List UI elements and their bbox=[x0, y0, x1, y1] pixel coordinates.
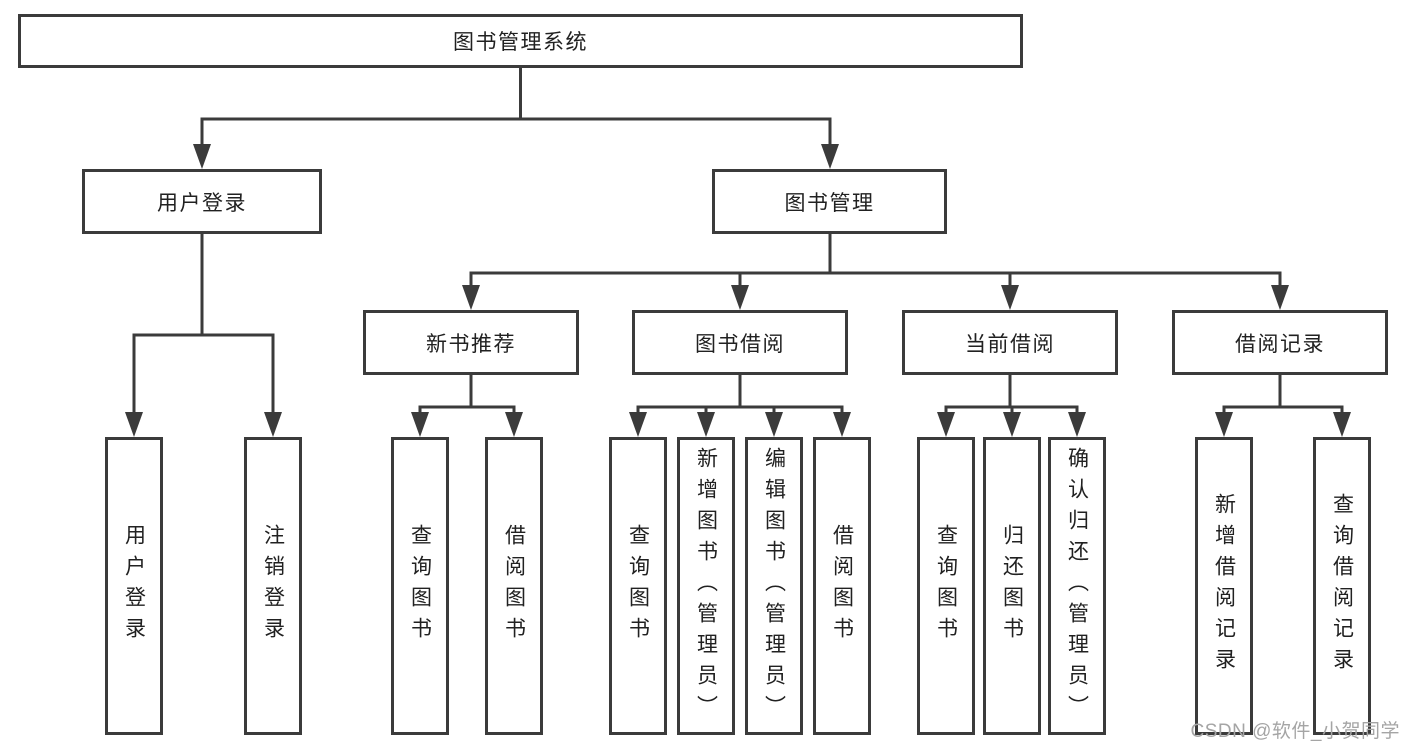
node-current-borrowing: 当前借阅 bbox=[902, 310, 1118, 375]
leaf-user-login: 用户登录 bbox=[105, 437, 163, 735]
node-library-management-system-label: 图书管理系统 bbox=[453, 31, 588, 54]
connector-new-book-recommend-to-leaves bbox=[411, 373, 523, 437]
leaf-borrowing-query-books-label: 查询图书 bbox=[626, 524, 650, 648]
node-new-book-recommend-label: 新书推荐 bbox=[426, 332, 516, 356]
leaf-records-query-borrow-record-label: 查询借阅记录 bbox=[1330, 493, 1354, 679]
leaf-records-query-borrow-record: 查询借阅记录 bbox=[1313, 437, 1371, 735]
leaf-borrowing-edit-books-admin-label: 编辑图书（管理员） bbox=[762, 446, 786, 726]
leaf-newbook-borrow-books-label: 借阅图书 bbox=[502, 524, 526, 648]
leaf-logout: 注销登录 bbox=[244, 437, 302, 735]
connector-root-to-level2 bbox=[193, 66, 839, 169]
connector-book-management-to-level3 bbox=[462, 231, 1289, 310]
leaf-current-query-books-label: 查询图书 bbox=[934, 524, 958, 648]
leaf-newbook-query-books: 查询图书 bbox=[391, 437, 449, 735]
leaf-borrowing-add-books-admin-label: 新增图书（管理员） bbox=[694, 446, 718, 726]
node-borrow-records-label: 借阅记录 bbox=[1235, 332, 1325, 356]
leaf-borrowing-query-books: 查询图书 bbox=[609, 437, 667, 735]
node-current-borrowing-label: 当前借阅 bbox=[965, 332, 1055, 356]
leaf-logout-label: 注销登录 bbox=[261, 524, 285, 648]
leaf-current-return-books: 归还图书 bbox=[983, 437, 1041, 735]
connector-user-login-to-leaves bbox=[125, 232, 282, 437]
node-borrow-records: 借阅记录 bbox=[1172, 310, 1388, 375]
node-book-borrowing-label: 图书借阅 bbox=[695, 332, 785, 356]
connector-borrow-records-to-leaves bbox=[1215, 373, 1351, 437]
node-user-login-label: 用户登录 bbox=[157, 191, 247, 215]
leaf-borrowing-borrow-books: 借阅图书 bbox=[813, 437, 871, 735]
node-library-management-system: 图书管理系统 bbox=[18, 14, 1023, 68]
node-book-management: 图书管理 bbox=[712, 169, 947, 234]
leaf-current-confirm-return-admin-label: 确认归还（管理员） bbox=[1065, 446, 1089, 726]
csdn-watermark: CSDN @软件_小贺同学 bbox=[1190, 721, 1400, 742]
node-book-management-label: 图书管理 bbox=[784, 191, 875, 215]
node-user-login: 用户登录 bbox=[82, 169, 322, 234]
leaf-borrowing-edit-books-admin: 编辑图书（管理员） bbox=[745, 437, 803, 735]
connector-book-borrowing-to-leaves bbox=[629, 373, 851, 437]
leaf-borrowing-borrow-books-label: 借阅图书 bbox=[830, 524, 854, 648]
connector-current-borrowing-to-leaves bbox=[937, 373, 1086, 437]
node-new-book-recommend: 新书推荐 bbox=[363, 310, 579, 375]
leaf-current-return-books-label: 归还图书 bbox=[1000, 524, 1024, 648]
leaf-records-add-borrow-record: 新增借阅记录 bbox=[1195, 437, 1253, 735]
leaf-records-add-borrow-record-label: 新增借阅记录 bbox=[1212, 493, 1236, 679]
leaf-user-login-label: 用户登录 bbox=[122, 524, 146, 648]
node-book-borrowing: 图书借阅 bbox=[632, 310, 848, 375]
leaf-current-query-books: 查询图书 bbox=[917, 437, 975, 735]
leaf-current-confirm-return-admin: 确认归还（管理员） bbox=[1048, 437, 1106, 735]
leaf-newbook-query-books-label: 查询图书 bbox=[408, 524, 432, 648]
leaf-newbook-borrow-books: 借阅图书 bbox=[485, 437, 543, 735]
leaf-borrowing-add-books-admin: 新增图书（管理员） bbox=[677, 437, 735, 735]
